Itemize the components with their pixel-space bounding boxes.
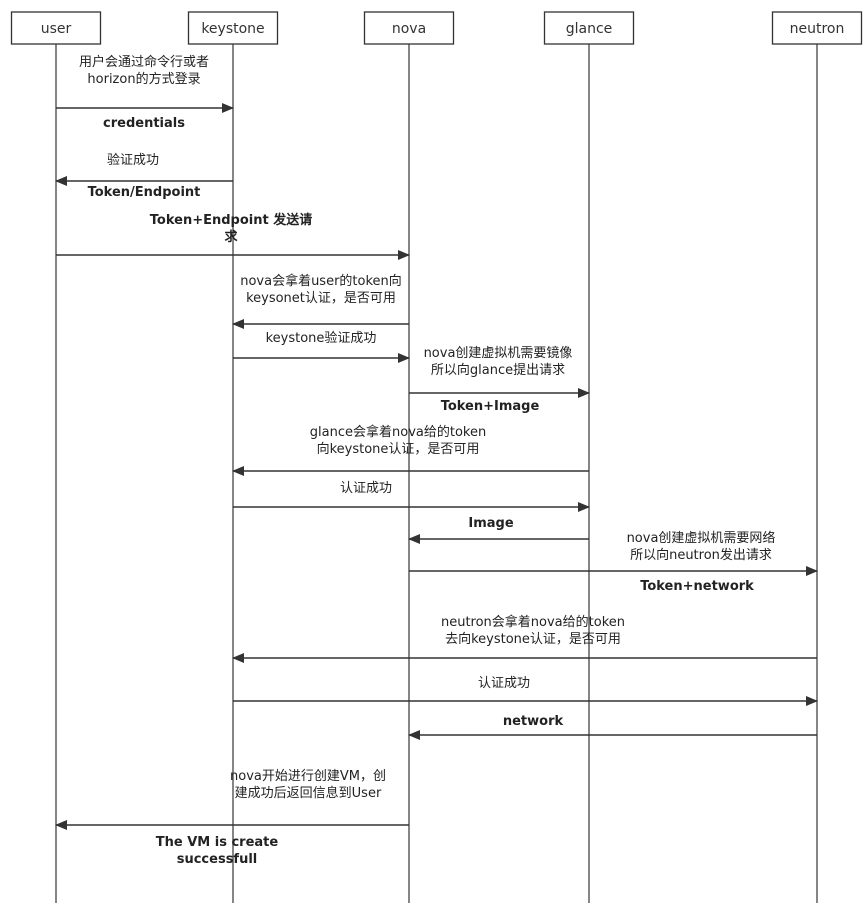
message-label-3: 求: [224, 229, 238, 245]
message-label-3: Token+Endpoint 发送请: [150, 212, 312, 228]
actor-label-neutron: neutron: [790, 21, 845, 37]
message-sublabel-14: The VM is create: [156, 835, 279, 850]
actor-box-glance: [543, 11, 635, 45]
actor-label-glance: glance: [566, 21, 613, 37]
message-label-10: nova创建虚拟机需要网络: [627, 530, 776, 546]
message-sublabel-10: Token+network: [640, 579, 754, 594]
message-label-7: glance会拿着nova给的token: [310, 424, 486, 440]
message-sublabel-1: credentials: [103, 116, 185, 131]
message-label-5: keystone验证成功: [266, 330, 377, 346]
message-label-6: 所以向glance提出请求: [431, 362, 565, 378]
message-label-9: Image: [468, 516, 513, 531]
message-label-13: network: [503, 714, 564, 729]
message-label-11: neutron会拿着nova给的token: [441, 614, 625, 630]
message-label-7: 向keystone认证，是否可用: [317, 441, 480, 457]
message-sublabel-6: Token+Image: [441, 399, 540, 414]
actor-label-keystone: keystone: [201, 21, 264, 37]
actor-box-neutron: [771, 11, 863, 45]
message-label-14: 建成功后返回信息到User: [235, 785, 382, 801]
message-sublabel-14: successfull: [177, 852, 258, 867]
message-label-12: 认证成功: [478, 676, 530, 691]
message-label-10: 所以向neutron发出请求: [630, 547, 772, 563]
message-sublabel-2: Token/Endpoint: [88, 185, 201, 200]
message-label-2: 验证成功: [107, 152, 159, 168]
message-label-6: nova创建虚拟机需要镜像: [424, 346, 573, 361]
actor-label-user: user: [41, 21, 72, 37]
actor-label-nova: nova: [392, 21, 426, 37]
message-label-1: horizon的方式登录: [87, 71, 200, 87]
actor-box-user: [10, 11, 102, 45]
actor-box-nova: [363, 11, 455, 45]
message-label-4: nova会拿着user的token向: [240, 273, 402, 289]
message-label-14: nova开始进行创建VM，创: [230, 769, 386, 784]
actor-box-keystone: [187, 11, 279, 45]
message-label-11: 去向keystone认证，是否可用: [445, 631, 621, 647]
message-label-1: 用户会通过命令行或者: [79, 54, 209, 70]
message-label-4: keysonet认证，是否可用: [246, 291, 396, 306]
message-label-8: 认证成功: [340, 481, 392, 496]
